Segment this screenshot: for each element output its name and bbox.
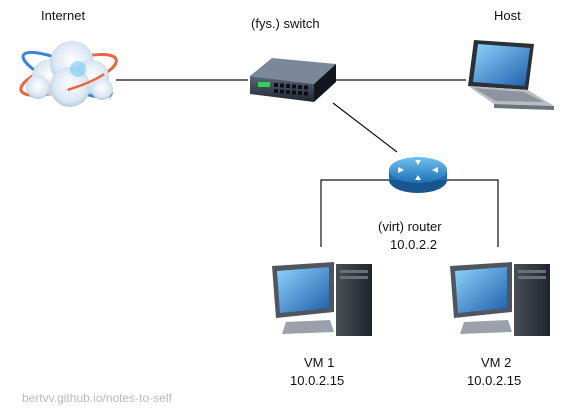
desktop-computer-icon xyxy=(272,262,372,336)
router-label: (virt) router xyxy=(378,219,442,234)
connections xyxy=(116,79,499,247)
network-switch-icon xyxy=(250,58,336,102)
laptop-icon xyxy=(468,40,554,110)
vm1-label: VM 1 xyxy=(304,355,335,370)
internet-label: Internet xyxy=(41,8,86,23)
host-label: Host xyxy=(494,8,521,23)
vm2-ip: 10.0.2.15 xyxy=(467,373,522,388)
edge-router-vm2 xyxy=(446,179,499,247)
router-ip: 10.0.2.2 xyxy=(390,237,437,252)
desktop-computer-icon xyxy=(450,262,550,336)
router-icon xyxy=(389,157,447,193)
edge-router-vm1 xyxy=(320,179,390,247)
cloud-globe-icon xyxy=(19,41,118,107)
vm2-label: VM 2 xyxy=(481,355,512,370)
switch-label: (fys.) switch xyxy=(251,16,320,31)
watermark: bertvv.github.io/notes-to-self xyxy=(22,391,172,405)
edge-switch-router xyxy=(332,102,398,153)
vm1-ip: 10.0.2.15 xyxy=(290,373,345,388)
